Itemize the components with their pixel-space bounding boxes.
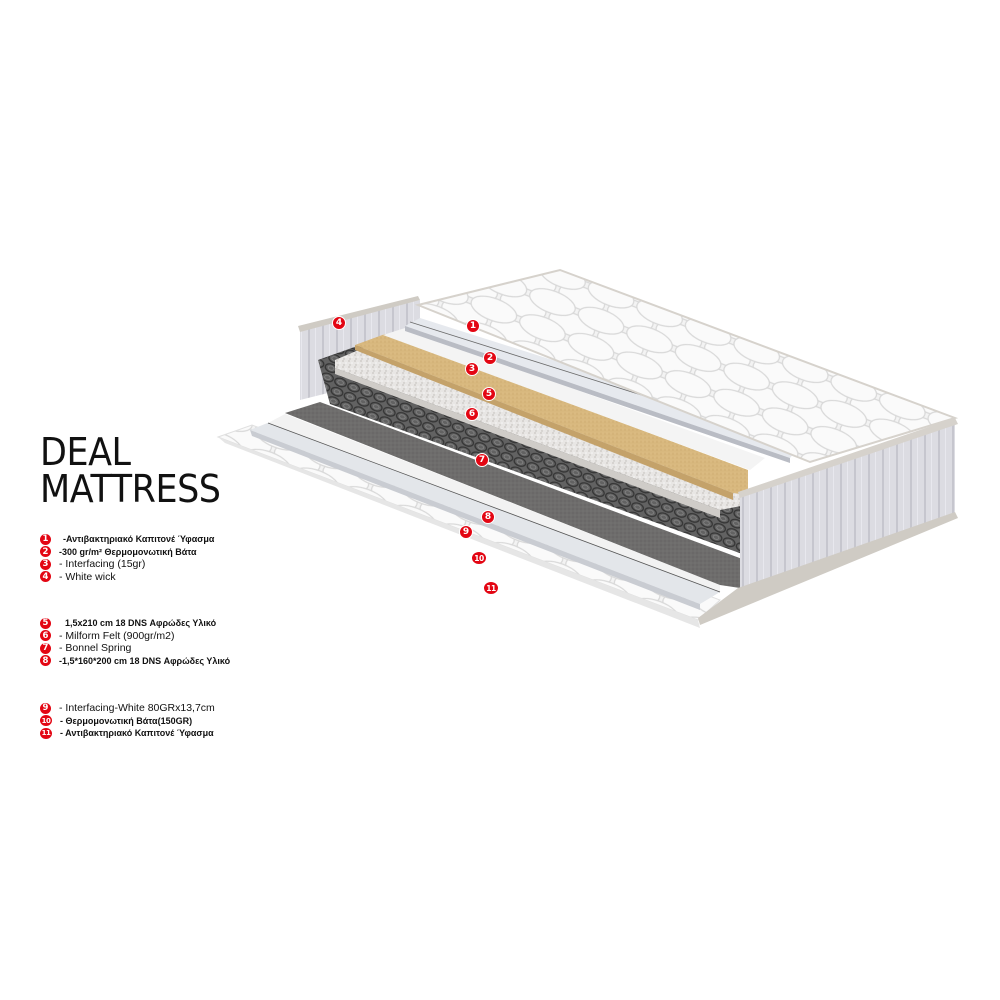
legend-item-11: 11 - Αντιβακτηριακό Καπιτονέ Ύφασμα — [40, 727, 215, 740]
marker-6: 6 — [465, 407, 479, 421]
legend-item-6: 6 - Milform Felt (900gr/m2) — [40, 630, 230, 643]
legend-label: - White wick — [59, 570, 116, 583]
number-badge: 3 — [40, 558, 51, 570]
legend-label: - Bonnel Spring — [59, 642, 132, 655]
marker-10: 10 — [471, 551, 487, 565]
legend-item-4: 4 - White wick — [40, 571, 214, 584]
legend-label: - Interfacing (15gr) — [59, 558, 146, 571]
legend-item-8: 8 -1,5*160*200 cm 18 DNS Αφρώδες Υλικό — [40, 655, 230, 668]
product-title-line1: DEAL — [40, 430, 131, 474]
marker-2: 2 — [483, 351, 497, 365]
number-badge: 5 — [40, 617, 51, 629]
legend-item-5: 5 1,5x210 cm 18 DNS Αφρώδες Υλικό — [40, 617, 230, 630]
legend-group-3: 9 - Interfacing-White 80GRx13,7cm 10 - Θερ… — [40, 702, 215, 740]
marker-5: 5 — [482, 387, 496, 401]
number-badge: 6 — [40, 630, 51, 642]
legend-group-2: 5 1,5x210 cm 18 DNS Αφρώδες Υλικό 6 - Milf… — [40, 617, 230, 667]
number-badge: 2 — [40, 546, 51, 558]
legend-item-1: 1 -Αντιβακτηριακό Καπιτονέ Ύφασμα — [40, 533, 214, 546]
number-badge: 8 — [40, 655, 51, 667]
number-badge: 7 — [40, 642, 51, 654]
number-badge: 10 — [40, 715, 52, 727]
legend-label: -Αντιβακτηριακό Καπιτονέ Ύφασμα — [63, 534, 215, 545]
legend-label: - Αντιβακτηριακό Καπιτονέ Ύφασμα — [60, 728, 214, 739]
legend-item-9: 9 - Interfacing-White 80GRx13,7cm — [40, 702, 215, 715]
legend-label: 1,5x210 cm 18 DNS Αφρώδες Υλικό — [65, 618, 217, 629]
legend-item-7: 7 - Bonnel Spring — [40, 642, 230, 655]
product-title-line2: MATTRESS — [40, 467, 221, 511]
number-badge: 11 — [40, 727, 52, 739]
marker-8: 8 — [481, 510, 495, 524]
legend-item-2: 2 -300 gr/m² Θερμομονωτική Βάτα — [40, 546, 214, 559]
number-badge: 9 — [40, 702, 51, 714]
marker-1: 1 — [466, 319, 480, 333]
legend-label: -300 gr/m² Θερμομονωτική Βάτα — [59, 546, 197, 557]
legend-group-1: 1 -Αντιβακτηριακό Καπιτονέ Ύφασμα 2 -300 g… — [40, 533, 214, 583]
legend-item-3: 3 - Interfacing (15gr) — [40, 558, 214, 571]
legend-label: - Interfacing-White 80GRx13,7cm — [59, 702, 215, 715]
number-badge: 4 — [40, 571, 51, 583]
marker-11: 11 — [483, 581, 499, 595]
legend-label: - Θερμομονωτική Βάτα(150GR) — [60, 715, 193, 726]
marker-9: 9 — [459, 525, 473, 539]
legend-label: - Milform Felt (900gr/m2) — [59, 629, 175, 642]
legend-label: -1,5*160*200 cm 18 DNS Αφρώδες Υλικό — [59, 655, 231, 666]
marker-4: 4 — [332, 316, 346, 330]
legend-item-10: 10 - Θερμομονωτική Βάτα(150GR) — [40, 715, 215, 728]
marker-3: 3 — [465, 362, 479, 376]
marker-7: 7 — [475, 453, 489, 467]
product-title: DEAL MATTRESS — [40, 430, 221, 511]
number-badge: 1 — [40, 533, 51, 545]
